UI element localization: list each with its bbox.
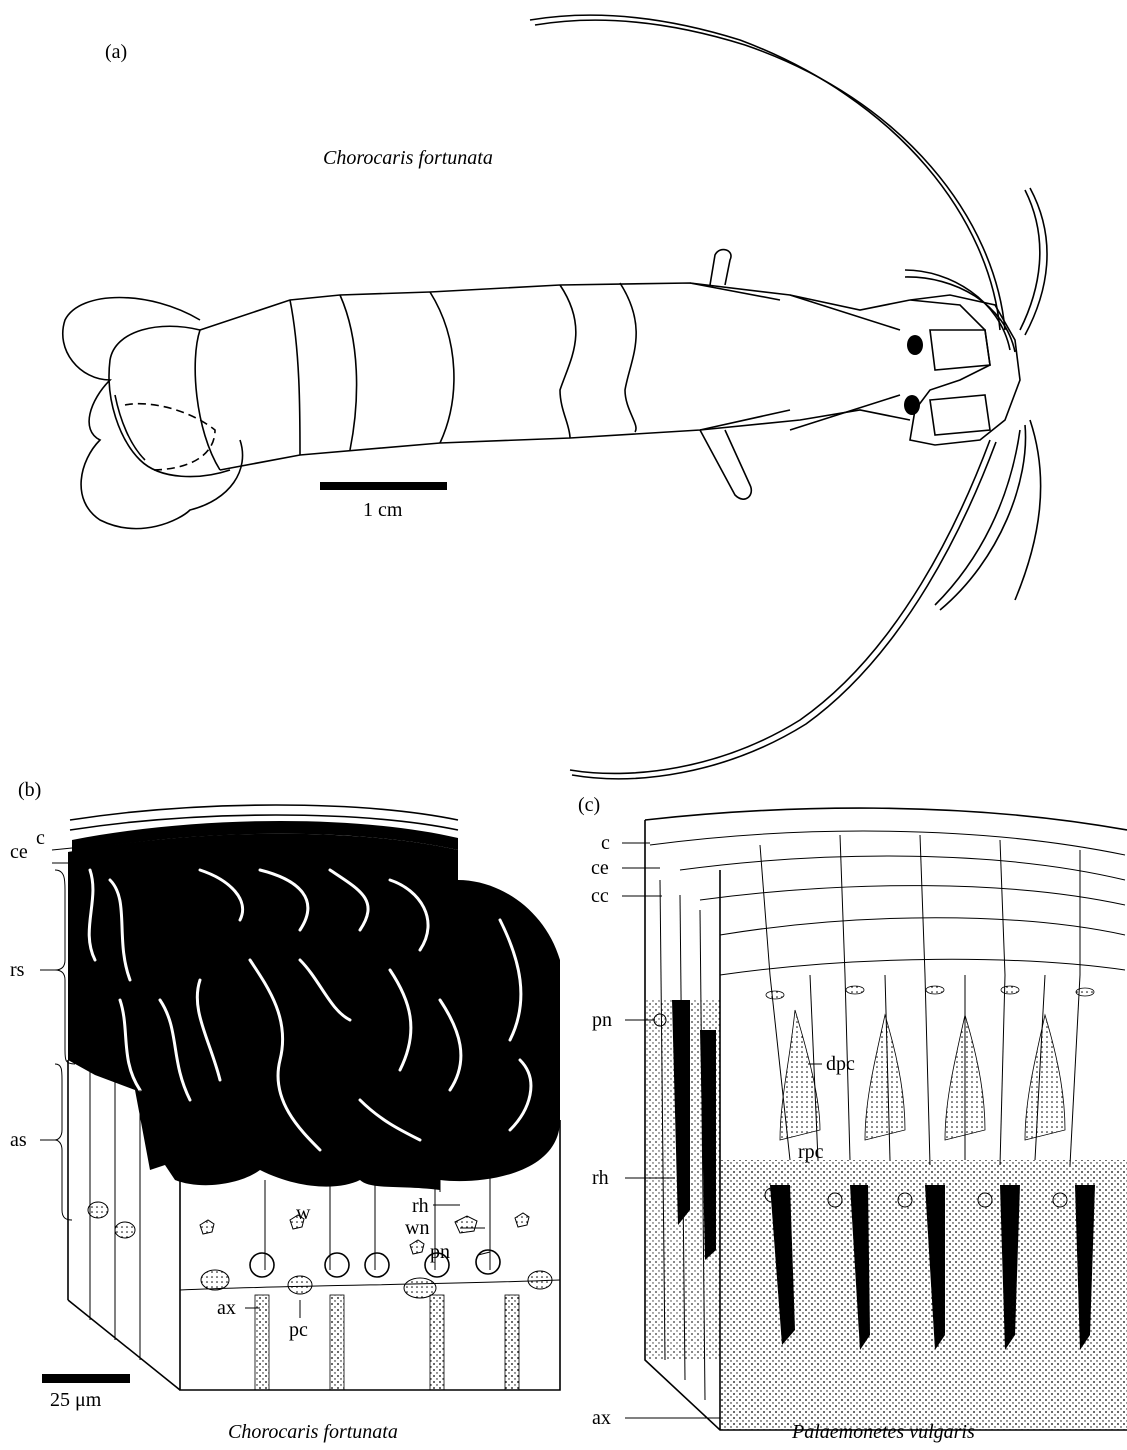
retina-block-b [40, 805, 560, 1390]
label-c-ce: ce [591, 858, 609, 878]
label-b-ax: ax [217, 1298, 236, 1318]
label-b-w: w [296, 1203, 310, 1223]
label-c-cc: cc [591, 886, 609, 906]
shrimp-drawing [63, 15, 1047, 779]
label-b-ce: ce [10, 842, 28, 862]
label-b-as: as [10, 1130, 27, 1150]
panel-a-species: Chorocaris fortunata [323, 148, 493, 168]
label-c-rh: rh [592, 1168, 609, 1188]
label-b-wn: wn [405, 1218, 429, 1238]
panel-c-species: Palaemonetes vulgaris [792, 1422, 975, 1442]
scale-bar-a [320, 482, 447, 490]
panel-a-scale-label: 1 cm [363, 500, 402, 520]
label-c-rpc: rpc [798, 1142, 824, 1162]
label-b-pc: pc [289, 1320, 308, 1340]
label-b-pn: pn [430, 1242, 450, 1262]
label-c-c: c [601, 833, 610, 853]
retina-block-c [622, 808, 1127, 1430]
panel-b-scale-label: 25 μm [50, 1390, 101, 1410]
label-b-c: c [36, 828, 45, 848]
label-c-dpc: dpc [826, 1054, 855, 1074]
panel-a-tag: (a) [105, 42, 127, 62]
label-c-ax: ax [592, 1408, 611, 1428]
label-b-rh: rh [412, 1196, 429, 1216]
panel-c-tag: (c) [578, 795, 600, 815]
panel-b-species: Chorocaris fortunata [228, 1422, 398, 1442]
label-b-rs: rs [10, 960, 24, 980]
scale-bar-b [42, 1374, 130, 1383]
label-c-pn: pn [592, 1010, 612, 1030]
panel-b-tag: (b) [18, 780, 41, 800]
